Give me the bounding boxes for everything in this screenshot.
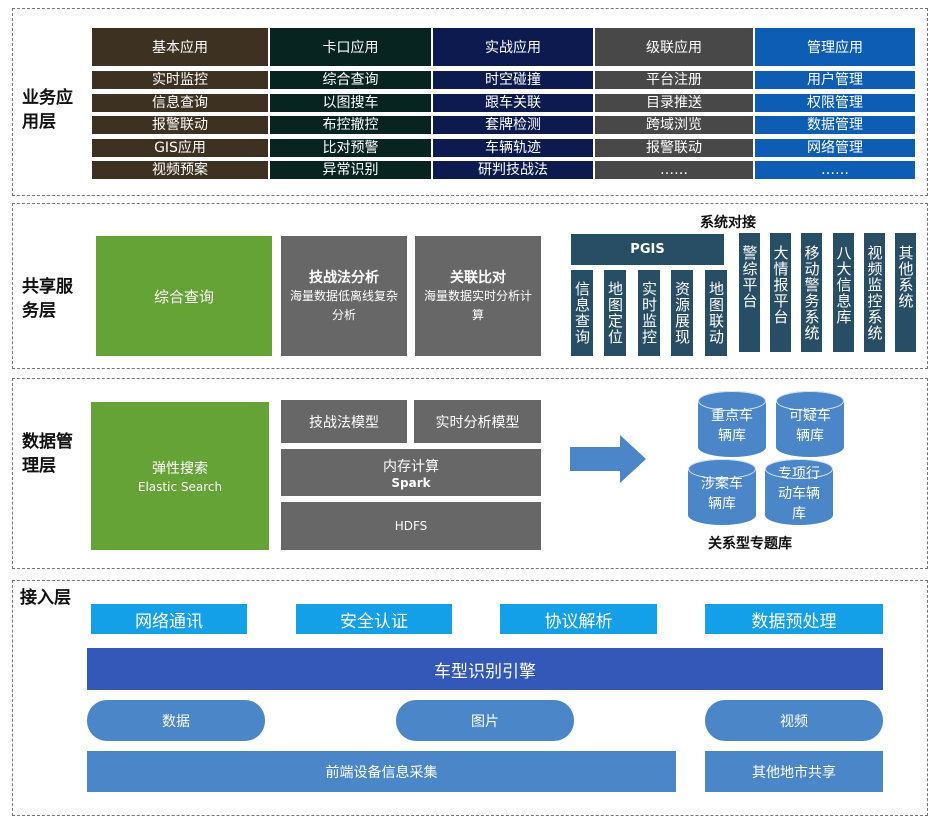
data-layer-label: 数据管理层 xyxy=(22,432,73,476)
access-function-box: 数据预处理 xyxy=(705,604,883,634)
vehicle-database-cylinder: 涉案车辆库 xyxy=(688,459,756,525)
app-item: GIS应用 xyxy=(92,139,268,157)
app-item: 视频预案 xyxy=(92,161,268,179)
app-item: 车辆轨迹 xyxy=(433,139,593,157)
tactics-desc: 海量数据低离线复杂分析 xyxy=(289,289,398,322)
database-label: 重点车辆库 xyxy=(711,408,753,444)
pgis-item: 信息查询 xyxy=(571,270,593,356)
app-item: …… xyxy=(595,161,753,179)
system-docking-title: 系统对接 xyxy=(700,215,756,231)
pgis-item: 资源展现 xyxy=(671,270,693,356)
app-item: 平台注册 xyxy=(595,71,753,89)
compare-desc: 海量数据实时分析计算 xyxy=(423,289,532,322)
app-item: 研判技战法 xyxy=(433,161,593,179)
external-system: 视频监控系统 xyxy=(864,233,885,352)
app-column-header: 基本应用 xyxy=(92,28,268,66)
access-function-box: 安全认证 xyxy=(296,604,452,634)
app-column-header: 实战应用 xyxy=(433,28,593,66)
app-column-header: 管理应用 xyxy=(755,28,915,66)
database-label: 专项行动车辆库 xyxy=(778,466,820,522)
data-source-pill: 图片 xyxy=(396,700,574,741)
hdfs-box: HDFS xyxy=(281,502,541,550)
app-item: 数据管理 xyxy=(755,116,915,134)
vehicle-database-cylinder: 专项行动车辆库 xyxy=(765,459,833,525)
data-source-pill: 视频 xyxy=(705,700,883,741)
vehicle-recognition-engine: 车型识别引擎 xyxy=(87,648,883,690)
tactics-title: 技战法分析 xyxy=(309,270,379,286)
association-compare-box: 关联比对 海量数据实时分析计算 xyxy=(415,236,541,356)
shared-layer xyxy=(12,203,928,369)
elastic-search-en: Elastic Search xyxy=(137,480,223,494)
app-item: 布控撤控 xyxy=(270,116,431,134)
data-source-pill: 数据 xyxy=(87,700,265,741)
right-arrow-icon xyxy=(570,435,646,483)
external-system: 移动警务系统 xyxy=(801,233,822,352)
app-item: …… xyxy=(755,161,915,179)
app-item: 套牌检测 xyxy=(433,116,593,134)
spark-label: Spark xyxy=(391,475,431,490)
app-item: 用户管理 xyxy=(755,71,915,89)
business-layer-label: 业务应用层 xyxy=(22,88,73,132)
frontend-collection-box: 前端设备信息采集 xyxy=(87,751,676,792)
business-layer xyxy=(12,8,928,196)
database-label: 可疑车辆库 xyxy=(789,408,831,444)
external-system: 大情报平台 xyxy=(770,233,791,352)
app-item: 目录推送 xyxy=(595,94,753,112)
compare-title: 关联比对 xyxy=(450,270,506,286)
access-function-box: 协议解析 xyxy=(500,604,657,634)
memory-compute-box: 内存计算 Spark xyxy=(281,449,541,496)
app-item: 跟车关联 xyxy=(433,94,593,112)
app-column-header: 级联应用 xyxy=(595,28,753,66)
app-column-header: 卡口应用 xyxy=(270,28,431,66)
external-system: 八大信息库 xyxy=(833,233,854,352)
app-item: 信息查询 xyxy=(92,94,268,112)
vehicle-database-cylinder: 重点车辆库 xyxy=(698,391,766,457)
other-city-share-box: 其他地市共享 xyxy=(705,751,883,792)
app-item: 综合查询 xyxy=(270,71,431,89)
relational-db-caption: 关系型专题库 xyxy=(708,536,792,552)
access-layer-label: 接入层 xyxy=(20,588,71,608)
tactics-model-box: 技战法模型 xyxy=(281,400,407,443)
external-system: 其他系统 xyxy=(895,233,916,352)
pgis-bar: PGIS xyxy=(571,234,724,265)
app-item: 实时监控 xyxy=(92,71,268,89)
elastic-search-box: 弹性搜索 Elastic Search xyxy=(91,402,269,550)
app-item: 以图搜车 xyxy=(270,94,431,112)
app-item: 报警联动 xyxy=(595,139,753,157)
app-item: 跨域浏览 xyxy=(595,116,753,134)
integrated-query-box: 综合查询 xyxy=(96,236,272,356)
memory-compute-title: 内存计算 xyxy=(383,458,439,475)
app-item: 报警联动 xyxy=(92,116,268,134)
shared-layer-label: 共享服务层 xyxy=(22,277,73,321)
access-layer xyxy=(12,580,928,816)
data-layer xyxy=(12,378,928,569)
tactics-analysis-box: 技战法分析 海量数据低离线复杂分析 xyxy=(281,236,407,356)
pgis-item: 地图联动 xyxy=(705,270,727,356)
elastic-search-title: 弹性搜索 xyxy=(152,461,208,477)
pgis-item: 实时监控 xyxy=(638,270,660,356)
app-item: 异常识别 xyxy=(270,161,431,179)
app-item: 时空碰撞 xyxy=(433,71,593,89)
app-item: 权限管理 xyxy=(755,94,915,112)
database-label: 涉案车辆库 xyxy=(701,476,743,512)
app-item: 比对预警 xyxy=(270,139,431,157)
app-item: 网络管理 xyxy=(755,139,915,157)
external-system: 警综平台 xyxy=(739,233,760,352)
access-function-box: 网络通讯 xyxy=(91,604,247,634)
pgis-item: 地图定位 xyxy=(604,270,626,356)
vehicle-database-cylinder: 可疑车辆库 xyxy=(776,391,844,457)
realtime-model-box: 实时分析模型 xyxy=(414,400,541,443)
